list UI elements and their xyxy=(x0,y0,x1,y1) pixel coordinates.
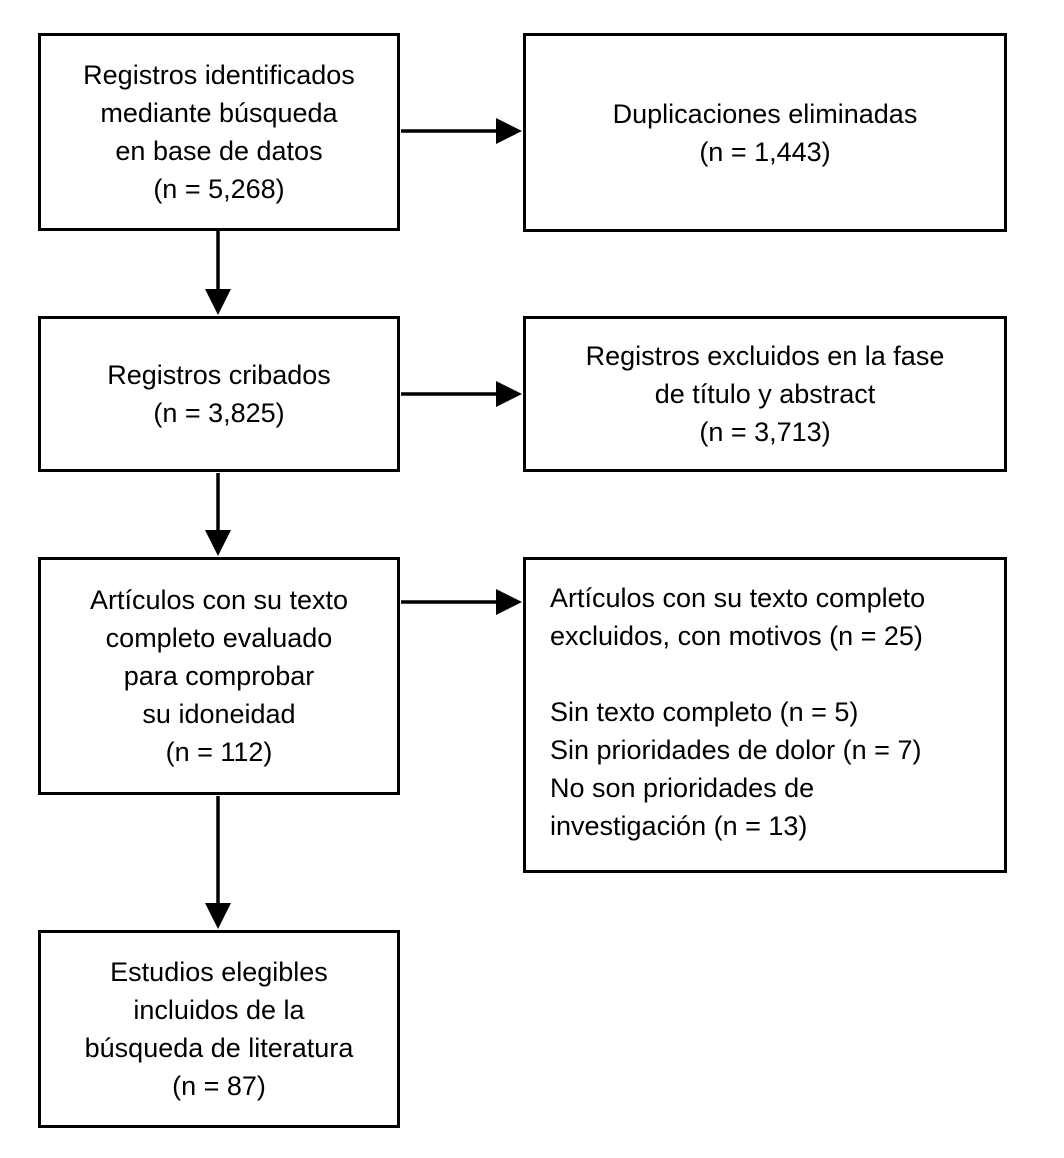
box-duplicates-removed: Duplicaciones eliminadas (n = 1,443) xyxy=(523,33,1007,232)
box-records-screened: Registros cribados (n = 3,825) xyxy=(38,316,400,472)
box-records-identified: Registros identificados mediante búsqued… xyxy=(38,33,400,231)
arrow-fulltext-to-included-icon xyxy=(205,796,231,929)
box-fulltext-assessed-text: Artículos con su texto completo evaluado… xyxy=(89,585,349,767)
arrow-screened-to-fulltext-icon xyxy=(205,473,231,556)
arrow-screened-to-excluded-icon xyxy=(401,381,522,407)
box-duplicates-removed-text: Duplicaciones eliminadas (n = 1,443) xyxy=(612,98,918,167)
arrow-identified-to-duplicates-icon xyxy=(401,118,522,144)
box-studies-included: Estudios elegibles incluidos de la búsqu… xyxy=(38,930,400,1128)
arrow-fulltext-to-excluded-icon xyxy=(401,589,522,615)
arrow-identified-to-screened-icon xyxy=(205,231,231,315)
box-records-screened-text: Registros cribados (n = 3,825) xyxy=(107,360,331,428)
box-records-identified-text: Registros identificados mediante búsqued… xyxy=(83,60,355,204)
box-fulltext-excluded: Artículos con su texto completo excluido… xyxy=(523,557,1007,873)
box-excluded-title-abstract-text: Registros excluidos en la fase de título… xyxy=(585,341,945,447)
box-fulltext-assessed: Artículos con su texto completo evaluado… xyxy=(38,557,400,795)
box-excluded-title-abstract: Registros excluidos en la fase de título… xyxy=(523,316,1007,472)
box-studies-included-text: Estudios elegibles incluidos de la búsqu… xyxy=(84,957,354,1101)
box-fulltext-excluded-text: Artículos con su texto completo excluido… xyxy=(550,583,926,841)
